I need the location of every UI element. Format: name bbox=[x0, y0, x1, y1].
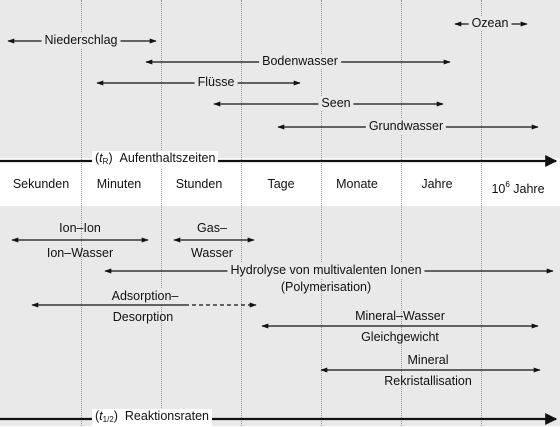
top-axis-symbol: t bbox=[99, 151, 103, 165]
label-seen: Seen bbox=[318, 96, 354, 111]
gridline-jahre bbox=[401, 0, 402, 426]
bottom-axis-symbol-sub: 1/2 bbox=[102, 415, 114, 424]
label-fluesse: Flüsse bbox=[194, 75, 238, 90]
label-gas: Gas– bbox=[197, 221, 227, 235]
bottom-axis-title-text: Reaktionsraten bbox=[124, 409, 209, 423]
tick-jahre106-exp: 6 bbox=[505, 180, 510, 189]
top-axis-title: (tR) Aufenthaltszeiten bbox=[92, 151, 219, 169]
top-axis-title-text: Aufenthaltszeiten bbox=[119, 151, 216, 165]
gridline-monate bbox=[321, 0, 322, 426]
tick-jahre106-unit: Jahre bbox=[513, 182, 545, 196]
label-mineral: Mineral bbox=[407, 353, 449, 367]
label-adsorption: Adsorption– bbox=[108, 289, 182, 304]
gridline-minuten bbox=[81, 0, 82, 426]
label-ozean: Ozean bbox=[468, 16, 512, 31]
reaction-rates-band bbox=[0, 206, 560, 426]
top-axis-symbol-sub: R bbox=[102, 157, 109, 166]
bottom-axis-title: (t1/2) Reaktionsraten bbox=[92, 409, 212, 427]
tick-tage: Tage bbox=[267, 177, 295, 191]
label-niederschlag: Niederschlag bbox=[41, 33, 121, 48]
tick-jahre: Jahre bbox=[421, 177, 453, 191]
tick-monate: Monate bbox=[336, 177, 378, 191]
label-bodenwasser: Bodenwasser bbox=[259, 54, 341, 69]
label-gleichgewicht: Gleichgewicht bbox=[361, 330, 439, 344]
label-rekristallisation: Rekristallisation bbox=[384, 374, 472, 388]
tick-stunden: Stunden bbox=[175, 177, 223, 191]
tick-sekunden: Sekunden bbox=[12, 177, 70, 191]
label-polymerisation: (Polymerisation) bbox=[280, 280, 372, 294]
label-ion-wasser: Ion–Wasser bbox=[46, 246, 114, 260]
gridline-stunden bbox=[161, 0, 162, 426]
gridline-jahre106 bbox=[481, 0, 482, 426]
label-gas-wasser: Wasser bbox=[191, 246, 233, 260]
bottom-axis-symbol: t bbox=[99, 409, 103, 423]
tick-jahre106: 106 Jahre bbox=[491, 177, 544, 197]
label-desorption: Desorption bbox=[112, 310, 174, 324]
label-grundwasser: Grundwasser bbox=[365, 119, 447, 134]
label-ion-ion: Ion–Ion bbox=[59, 221, 101, 235]
gridline-tage bbox=[241, 0, 242, 426]
tick-minuten: Minuten bbox=[96, 177, 142, 191]
label-mineral-wasser: Mineral–Wasser bbox=[355, 309, 445, 323]
label-hydrolyse: Hydrolyse von multivalenten Ionen bbox=[227, 263, 425, 278]
tick-jahre106-base: 10 bbox=[491, 182, 506, 196]
